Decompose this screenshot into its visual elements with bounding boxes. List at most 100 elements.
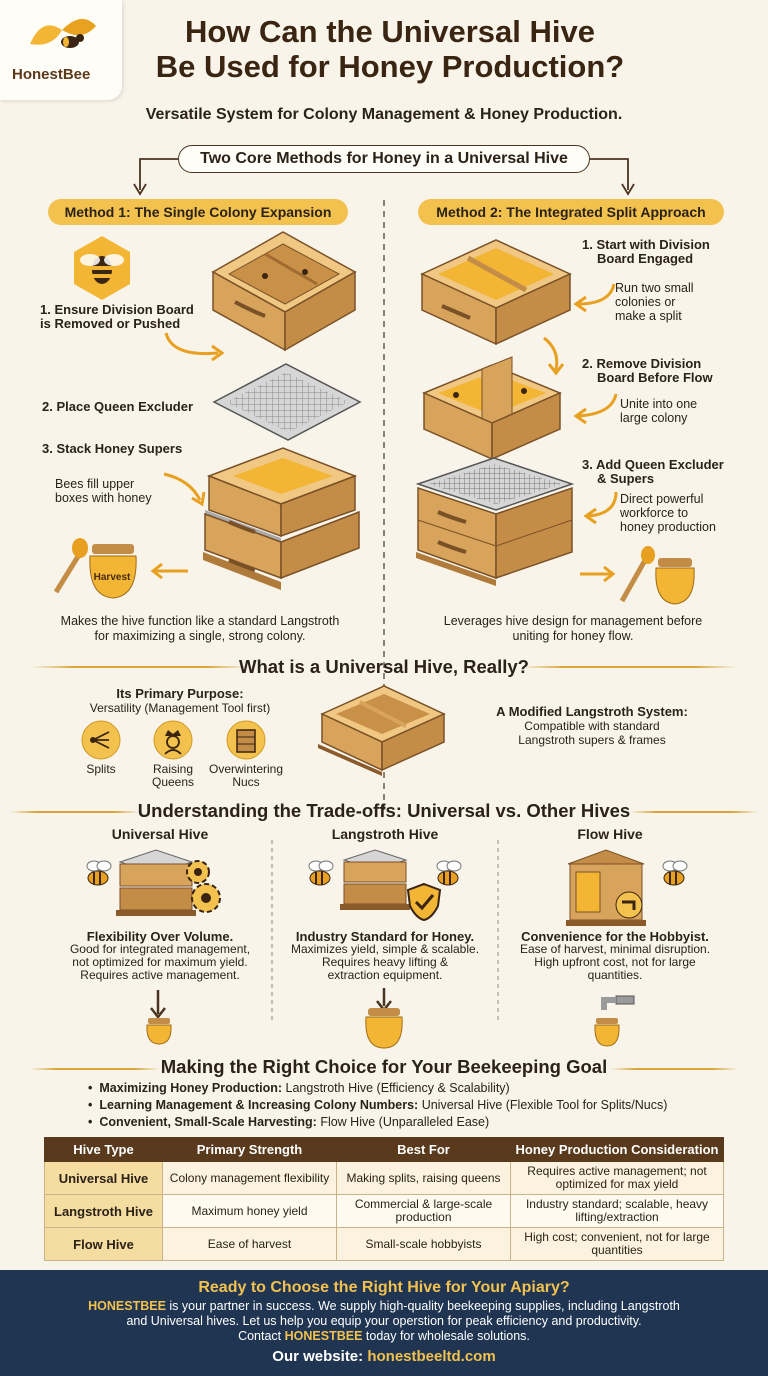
honey-jar-icon [89,544,137,599]
langstroth-col-title: Langstroth Hive [331,826,439,842]
table-header: Best For [336,1137,511,1162]
brand-logo[interactable]: HonestBee [0,0,122,100]
remove-divider-illustration [422,356,562,461]
page-subtitle: Versatile System for Colony Management &… [145,106,623,123]
honey-dipper-icon [53,538,88,594]
raising-queens-label: Raising Queens [151,762,195,789]
gear-icon [186,860,221,913]
m2-note1: Run two small colonies or make a split [615,281,694,323]
table-cell: Commercial & large-scale production [336,1194,511,1228]
faucet-icon [601,995,635,1010]
honey-dipper-icon [619,546,655,603]
universal-hive-illustration [318,685,446,776]
curved-arrow-icon [164,332,225,362]
divided-hive-illustration [420,239,572,346]
column-dividers [271,840,499,1020]
flow-col-title: Flow Hive [577,826,643,842]
method2-title: Method 2: The Integrated Split Approach [418,199,724,225]
splits-label: Splits [86,762,116,776]
method1-title: Method 1: The Single Colony Expansion [48,199,348,225]
choice-heading: Making the Right Choice for Your Beekeep… [160,1056,608,1077]
curved-arrow-icon [573,283,616,313]
langstroth-hive-stack-icon [340,849,410,910]
curved-arrow-icon [163,472,206,507]
m1-caption: Makes the hive function like a standard … [60,614,340,643]
divider [520,666,738,668]
curved-arrow-icon [583,491,618,525]
small-honey-jar-icon [594,1018,620,1047]
brand-name: HonestBee [12,66,91,83]
brand-highlight: HONESTBEE [284,1329,363,1343]
table-cell: Industry standard; scalable, heavy lifti… [510,1194,724,1228]
table-cell: Ease of harvest [162,1227,337,1261]
shield-check-icon [406,882,442,922]
large-honey-jar-icon [365,1008,403,1049]
divider [610,1068,738,1070]
table-header: Hive Type [44,1137,163,1162]
table-cell: High cost; convenient, not for large qua… [510,1227,724,1261]
curved-arrow-icon [573,393,618,425]
m2-step2: 2. Remove Division Board Before Flow [582,356,713,385]
bee-logo-icon [30,18,96,48]
title-line-1: How Can the Universal Hive [184,14,595,49]
what-is-heading: What is a Universal Hive, Really? [239,656,529,677]
universal-hive-stack-icon [116,849,196,916]
right-arrow-icon [580,565,616,583]
table-row: Langstroth Hive Maximum honey yield Comm… [44,1194,724,1228]
open-hive-box-illustration [211,231,357,352]
m2-caption: Leverages hive design for management bef… [443,614,703,643]
choice-item: Convenient, Small-Scale Harvesting: Flow… [88,1114,667,1131]
tap-icon [615,891,643,919]
divider [630,811,758,813]
universal-col-title: Universal Hive [111,826,209,842]
m1-note: Bees fill upper boxes with honey [55,477,152,505]
excluder-supers-illustration [415,457,575,586]
core-methods-label: Two Core Methods for Honey in a Universa… [178,145,590,173]
m1-step1: 1. Ensure Division Board is Removed or P… [40,302,194,331]
m2-note2: Unite into one large colony [620,397,698,425]
website-line: Our website: honestbeeltd.com [272,1348,496,1365]
down-arrow-icon [150,990,166,1020]
bee-icon [86,860,112,886]
table-cell: Flow Hive [44,1227,163,1261]
divider [30,1068,160,1070]
universal-col-text: Flexibility Over Volume. Good for integr… [69,929,251,982]
honey-jar-icon [655,558,695,605]
bee-icon [308,860,334,886]
purpose-block: Its Primary Purpose: Versatility (Manage… [89,686,271,715]
divider [30,666,250,668]
down-arrow-icon [543,336,565,376]
website-link[interactable]: honestbeeltd.com [367,1348,496,1365]
brand-highlight: HONESTBEE [88,1299,166,1313]
table-cell: Universal Hive [44,1161,163,1195]
small-honey-jar-icon [146,1018,172,1045]
flow-col-text: Convenience for the Hobbyist. Ease of ha… [519,929,711,982]
choice-item: Learning Management & Increasing Colony … [88,1097,667,1114]
bee-badge-icon [74,236,130,300]
modified-langstroth-block: A Modified Langstroth System: Compatible… [496,704,688,747]
table-cell: Langstroth Hive [44,1194,163,1228]
choice-item: Maximizing Honey Production: Langstroth … [88,1080,667,1097]
queen-excluder-illustration [212,363,362,441]
cta-heading: Ready to Choose the Right Hive for Your … [198,1279,570,1296]
table-cell: Small-scale hobbyists [336,1227,511,1261]
table-row: Flow Hive Ease of harvest Small-scale ho… [44,1227,724,1261]
table-cell: Making splits, raising queens [336,1161,511,1195]
table-cell: Requires active management; not optimize… [510,1161,724,1195]
table-cell: Colony management flexibility [162,1161,337,1195]
m1-step3: 3. Stack Honey Supers [42,441,183,456]
page-title: How Can the Universal Hive Be Used for H… [130,14,650,84]
m1-step2: 2. Place Queen Excluder [42,399,194,414]
harvest-label: Harvest [93,572,131,583]
m2-note3: Direct powerful workforce to honey produ… [620,492,716,534]
table-header: Primary Strength [162,1137,337,1162]
nuc-box-icon [226,720,266,760]
table-cell: Maximum honey yield [162,1194,337,1228]
langstroth-col-text: Industry Standard for Honey. Maximizes y… [290,929,480,982]
cta-body: HONESTBEE is your partner in success. We… [88,1299,680,1343]
tradeoffs-heading: Understanding the Trade-offs: Universal … [137,800,631,821]
overwintering-nucs-label: Overwintering Nucs [208,762,284,789]
queen-icon [153,720,193,760]
m2-step3: 3. Add Queen Excluder & Supers [582,457,724,486]
choice-list: Maximizing Honey Production: Langstroth … [88,1080,667,1131]
